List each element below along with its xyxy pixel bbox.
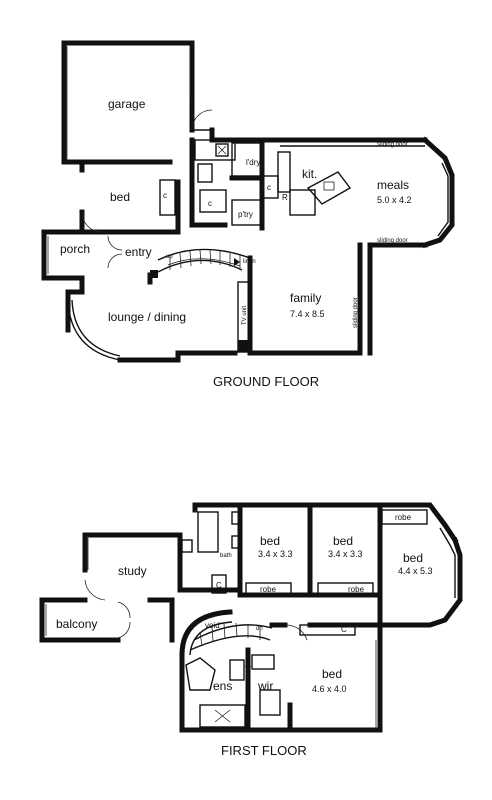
first-floor-plan	[39, 502, 463, 733]
room-label-wir: wir	[257, 679, 273, 693]
room-label-bed-4: bed	[322, 667, 342, 681]
ground-floor-title: GROUND FLOOR	[213, 374, 319, 389]
room-label-laundry: l'dry	[246, 158, 260, 167]
room-label-void: void	[205, 621, 220, 630]
cupboard-landing-label: C	[341, 625, 347, 634]
room-label-study: study	[118, 564, 147, 578]
bed-2-dimension: 3.4 x 3.3	[328, 549, 363, 559]
room-label-family: family	[290, 291, 321, 305]
first-floor-title: FIRST FLOOR	[221, 743, 307, 758]
room-label-bath: bath	[220, 553, 232, 559]
bed-4-dimension: 4.6 x 4.0	[312, 684, 347, 694]
stair-dn-label: dn	[256, 626, 263, 632]
room-label-meals: meals	[377, 178, 409, 192]
room-label-entry: entry	[125, 245, 152, 259]
robe-1-label: robe	[260, 585, 277, 594]
room-label-lounge-dining: lounge / dining	[108, 310, 186, 324]
ground-floor-plan	[41, 40, 455, 363]
bed-1-dimension: 3.4 x 3.3	[258, 549, 293, 559]
room-label-bed-ground: bed	[110, 190, 130, 204]
room-label-bed-3: bed	[403, 551, 423, 565]
family-dimension: 7.4 x 8.5	[290, 309, 325, 319]
cupboard-laundry-label: c	[267, 183, 271, 192]
room-label-ens: ens	[213, 679, 232, 693]
room-label-bed-2: bed	[333, 534, 353, 548]
robe-2-label: robe	[348, 585, 365, 594]
room-label-porch: porch	[60, 242, 90, 256]
tv-unit-label: TV unit	[242, 306, 248, 325]
sliding-door-family-label: sliding door	[353, 297, 359, 328]
sliding-door-mid-label: sliding door	[377, 238, 408, 244]
robe-3-label: robe	[395, 513, 412, 522]
room-label-garage: garage	[108, 97, 146, 111]
room-label-kitchen: kit.	[302, 167, 317, 181]
bed-3-dimension: 4.4 x 5.3	[398, 566, 433, 576]
cupboard-bed-label: c	[163, 191, 167, 200]
sliding-door-top-label: sliding door	[377, 142, 408, 148]
stair-up-label: up	[166, 254, 173, 260]
linen-label: linen	[243, 259, 256, 265]
fridge-label: R	[282, 193, 288, 202]
room-label-bed-1: bed	[260, 534, 280, 548]
room-label-pantry: p'try	[238, 210, 253, 219]
meals-dimension: 5.0 x 4.2	[377, 195, 412, 205]
cupboard-hall-first-label: C	[216, 581, 222, 590]
room-label-balcony: balcony	[56, 617, 97, 631]
cupboard-hall-label: c	[208, 199, 212, 208]
